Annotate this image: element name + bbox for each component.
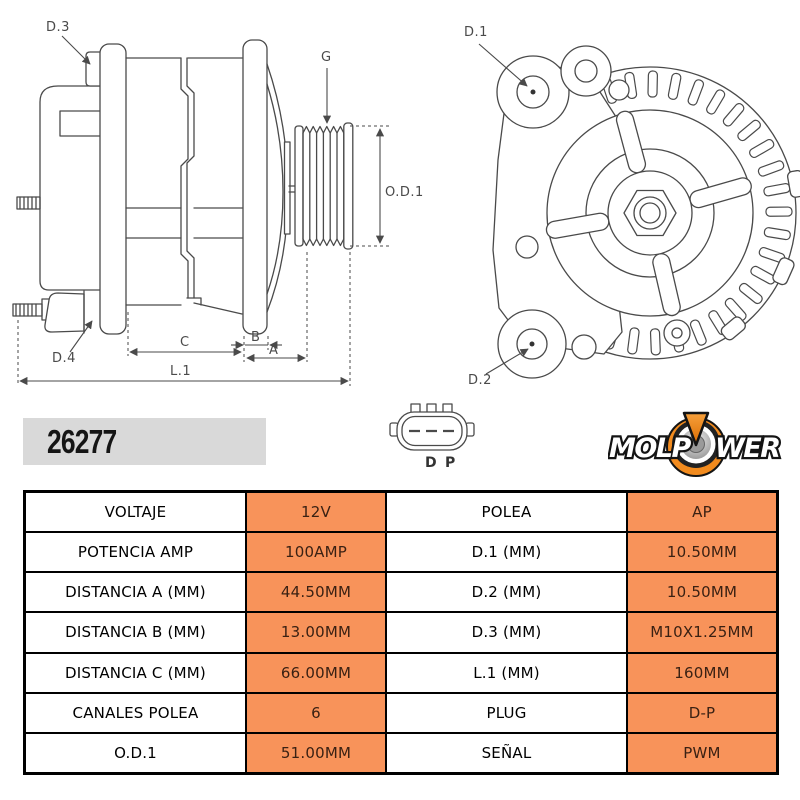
spec-table: VOLTAJE 12V POLEA AP POTENCIA AMP 100AMP… <box>23 490 779 775</box>
dim-label-d4: D.4 <box>52 351 76 366</box>
part-number-box: 26277 <box>23 418 266 465</box>
molpower-logo: MOLP WER <box>608 411 783 477</box>
logo-text-left: MOLP <box>609 433 692 464</box>
spec-value-cell: 44.50MM <box>246 572 386 613</box>
spec-label-cell: CANALES POLEA <box>25 692 246 733</box>
table-row: CANALES POLEA 6 PLUG D-P <box>25 692 777 733</box>
spec-label-cell: VOLTAJE <box>25 492 246 533</box>
logo-speaker-icon <box>666 411 726 477</box>
dim-label-d1: D.1 <box>464 25 488 40</box>
spec-label-cell: POLEA <box>386 492 627 533</box>
spec-label-cell: L.1 (MM) <box>386 652 627 693</box>
spec-value-cell: 51.00MM <box>246 732 386 773</box>
part-number: 26277 <box>47 422 117 460</box>
dim-label-g: G <box>321 50 332 65</box>
spec-label-cell: DISTANCIA C (MM) <box>25 652 246 693</box>
front-view-drawing: D.1 D.2 <box>464 25 800 388</box>
table-row: POTENCIA AMP 100AMP D.1 (MM) 10.50MM <box>25 532 777 573</box>
spec-value-cell: 160MM <box>627 652 777 693</box>
dim-label-b: B <box>251 330 260 345</box>
spec-value-cell: D-P <box>627 692 777 733</box>
threaded-stud-upper <box>16 196 41 210</box>
spec-label-cell: DISTANCIA A (MM) <box>25 572 246 613</box>
spec-label-cell: SEÑAL <box>386 732 627 773</box>
spec-value-cell: 13.00MM <box>246 612 386 653</box>
side-view-drawing: D.3 G O.D.1 C B A L.1 D.4 <box>12 20 424 386</box>
spec-label-cell: D.3 (MM) <box>386 612 627 653</box>
spec-label-cell: DISTANCIA B (MM) <box>25 612 246 653</box>
spec-value-cell: 100AMP <box>246 532 386 573</box>
logo-text-right: WER <box>715 433 780 464</box>
logo-needle-icon <box>682 411 710 447</box>
table-row: VOLTAJE 12V POLEA AP <box>25 492 777 533</box>
dim-label-od1: O.D.1 <box>385 185 424 200</box>
plug-connector-diagram: D P <box>389 403 475 471</box>
spec-value-cell: M10X1.25MM <box>627 612 777 653</box>
spec-label-cell: O.D.1 <box>25 732 246 773</box>
spec-value-cell: AP <box>627 492 777 533</box>
table-row: O.D.1 51.00MM SEÑAL PWM <box>25 732 777 773</box>
spec-label-cell: PLUG <box>386 692 627 733</box>
dim-label-l1: L.1 <box>170 364 191 379</box>
pulley <box>294 122 354 250</box>
spec-value-cell: 6 <box>246 692 386 733</box>
dim-label-c: C <box>180 335 190 350</box>
spec-value-cell: PWM <box>627 732 777 773</box>
dim-label-a: A <box>269 343 278 358</box>
connector-pin-p-label: P <box>445 455 455 471</box>
dim-label-d2: D.2 <box>468 373 492 388</box>
spec-value-cell: 66.00MM <box>246 652 386 693</box>
fan-spokes <box>545 110 752 317</box>
spec-value-cell: 10.50MM <box>627 572 777 613</box>
spec-label-cell: D.1 (MM) <box>386 532 627 573</box>
alternator-technical-drawing: D.3 G O.D.1 C B A L.1 D.4 <box>12 20 800 388</box>
spec-value-cell: 12V <box>246 492 386 533</box>
table-row: DISTANCIA A (MM) 44.50MM D.2 (MM) 10.50M… <box>25 572 777 613</box>
spec-label-cell: D.2 (MM) <box>386 572 627 613</box>
connector-pin-d-label: D <box>425 455 437 471</box>
spec-value-cell: 10.50MM <box>627 532 777 573</box>
spec-label-cell: POTENCIA AMP <box>25 532 246 573</box>
threaded-stud-lower <box>12 298 52 321</box>
table-row: DISTANCIA B (MM) 13.00MM D.3 (MM) M10X1.… <box>25 612 777 653</box>
table-row: DISTANCIA C (MM) 66.00MM L.1 (MM) 160MM <box>25 652 777 693</box>
dim-label-d3: D.3 <box>46 20 70 35</box>
